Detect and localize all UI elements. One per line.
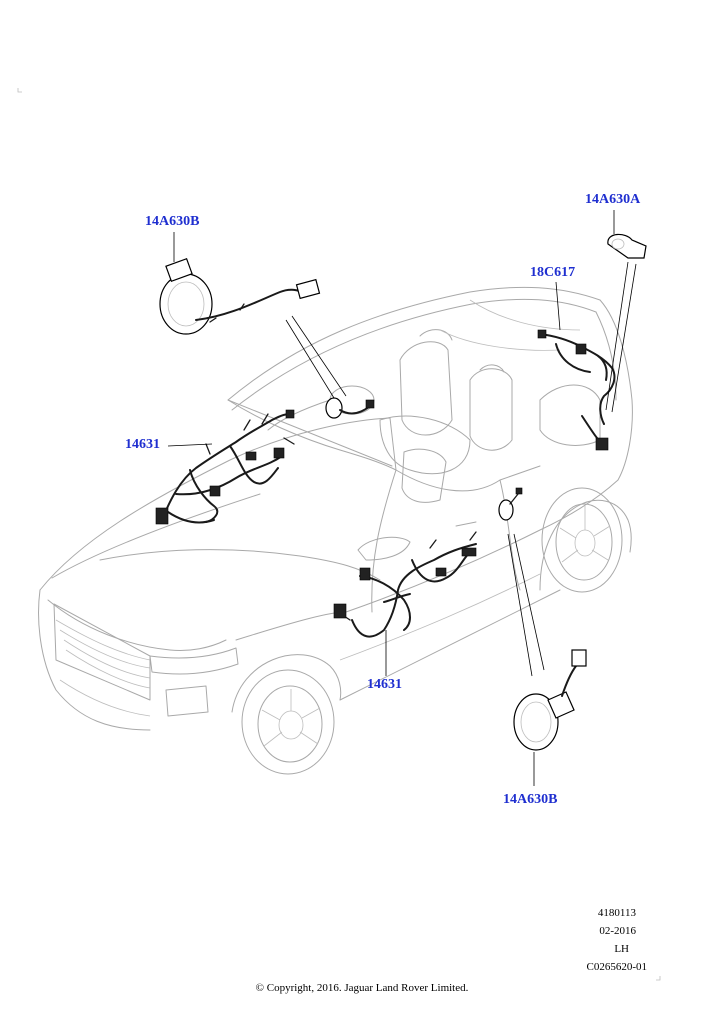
corner-mark-top-left: [17, 88, 22, 93]
copyright-notice: © Copyright, 2016. Jaguar Land Rover Lim…: [255, 982, 469, 994]
rear-harness[interactable]: [537, 329, 616, 451]
callout-14631-door[interactable]: 14631: [367, 677, 402, 692]
door-sensor[interactable]: [498, 487, 523, 521]
callout-14a630b-bottom[interactable]: 14A630B: [503, 792, 558, 807]
corner-mark-bottom-right: [656, 976, 661, 981]
interior-sensor[interactable]: [325, 397, 375, 419]
illustration-number: 4180113: [597, 907, 636, 919]
illustration-side: LH: [614, 943, 629, 955]
illustration-date: 02-2016: [599, 925, 636, 937]
callout-14a630a[interactable]: 14A630A: [585, 192, 641, 207]
callout-18c617[interactable]: 18C617: [530, 265, 576, 280]
leader-lines: [167, 210, 637, 786]
wheel-speed-sensor-top[interactable]: [159, 257, 321, 335]
callout-14a630b-top[interactable]: 14A630B: [145, 214, 200, 229]
door-harness[interactable]: [333, 531, 477, 638]
illustration-code: C0265620-01: [586, 961, 648, 973]
dashboard-harness[interactable]: [155, 409, 295, 525]
rear-sensor-part[interactable]: [607, 233, 647, 259]
callout-14631-left[interactable]: 14631: [125, 437, 160, 452]
wheel-speed-sensor-bottom[interactable]: [513, 649, 587, 751]
vehicle-outline: [38, 286, 633, 775]
